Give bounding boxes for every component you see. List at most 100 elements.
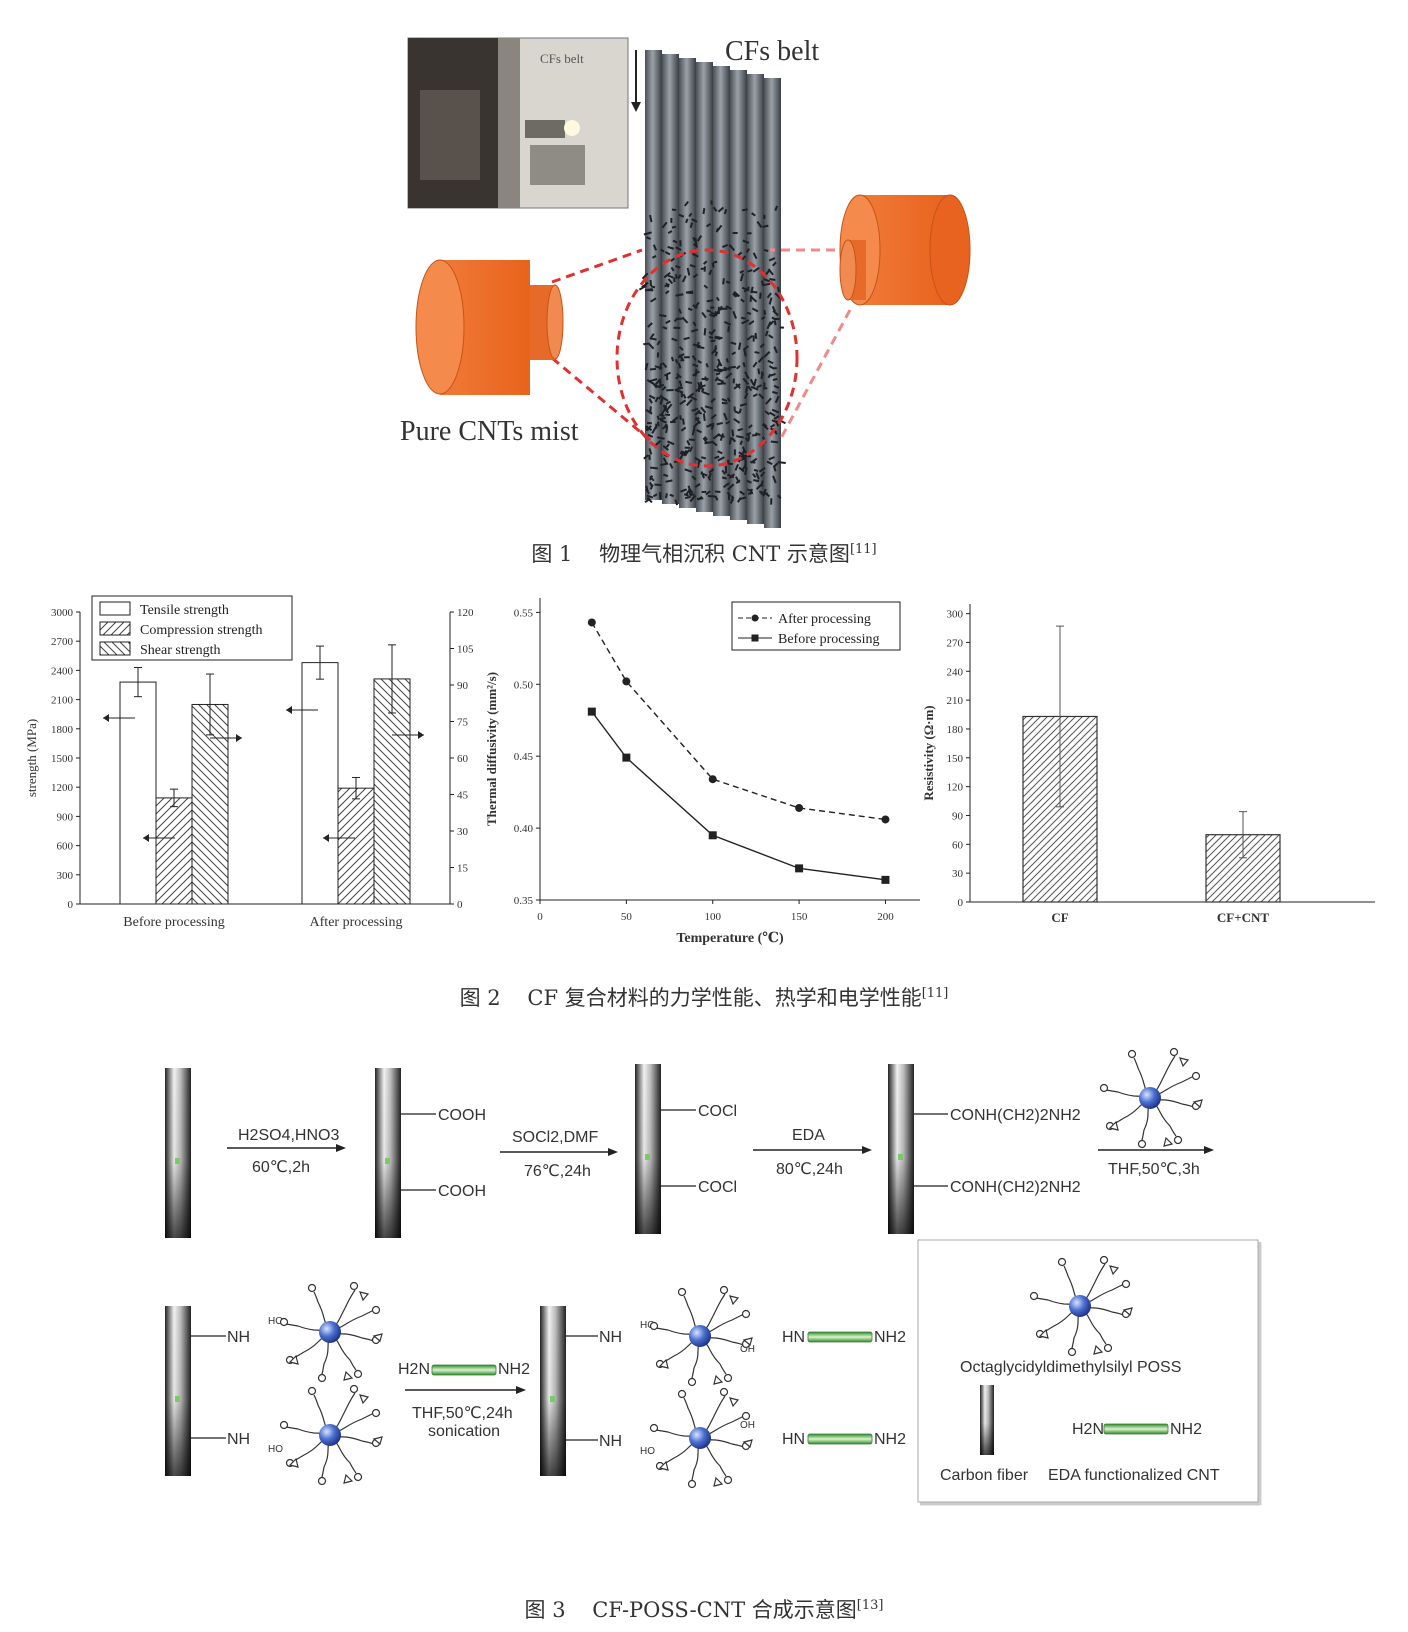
bar bbox=[301, 662, 339, 905]
carbon-fiber-1 bbox=[165, 1068, 191, 1238]
x-axis-title: Temperature (℃) bbox=[676, 931, 784, 946]
cnt-deposits bbox=[638, 200, 786, 506]
y-tick-label: 300 bbox=[947, 609, 964, 621]
y2-tick-label: 90 bbox=[457, 680, 469, 692]
carbon-fiber-6 bbox=[540, 1306, 566, 1476]
y-tick-label: 60 bbox=[952, 839, 964, 851]
poss-1 bbox=[279, 1281, 383, 1383]
y-tick-label: 90 bbox=[952, 810, 964, 822]
data-point bbox=[795, 803, 804, 812]
y-tick-label: 2400 bbox=[51, 665, 74, 677]
step2-reagents: SOCl2,DMF bbox=[512, 1129, 598, 1146]
legend-cnt-label: EDA functionalized CNT bbox=[1048, 1467, 1220, 1484]
mist-cone bbox=[551, 248, 852, 468]
data-point bbox=[622, 753, 631, 762]
series-line bbox=[591, 622, 886, 821]
cocl-bottom: COCl bbox=[698, 1179, 737, 1196]
carbon-fiber-2 bbox=[375, 1068, 401, 1238]
step3-conditions: 80℃,24h bbox=[776, 1161, 843, 1178]
y-tick-label: 1200 bbox=[51, 782, 74, 794]
carbon-fiber-5 bbox=[165, 1306, 191, 1476]
y2-tick-label: 30 bbox=[457, 826, 469, 838]
y-axis-title: Resistivity (Ω·m) bbox=[921, 705, 936, 800]
cnt-reagent bbox=[431, 1364, 497, 1376]
data-point bbox=[881, 815, 890, 824]
legend-swatch bbox=[99, 601, 131, 616]
y-tick-label: 30 bbox=[952, 868, 964, 880]
y-tick-label: 300 bbox=[57, 870, 74, 882]
y-tick-label: 3000 bbox=[51, 607, 74, 619]
data-point bbox=[881, 875, 890, 884]
legend-nh2: NH2 bbox=[1170, 1421, 1202, 1438]
y-tick-label: 0 bbox=[958, 897, 964, 909]
step1-conditions: 60℃,2h bbox=[252, 1159, 310, 1176]
oh-2: OH bbox=[740, 1420, 755, 1431]
poss-3 bbox=[649, 1285, 753, 1387]
legend-label: Tensile strength bbox=[140, 603, 229, 618]
y-tick-label: 120 bbox=[947, 782, 964, 794]
legend bbox=[731, 601, 901, 651]
y2-tick-label: 75 bbox=[457, 717, 469, 729]
y-tick-label: 0.55 bbox=[514, 607, 534, 619]
y2-tick-label: 60 bbox=[457, 753, 469, 765]
step3-reagent: EDA bbox=[792, 1127, 825, 1144]
data-point bbox=[587, 707, 596, 716]
legend-h2n: H2N bbox=[1072, 1421, 1104, 1438]
y-tick-label: 0.40 bbox=[514, 823, 534, 835]
conh-top: CONH(CH2)2NH2 bbox=[950, 1107, 1081, 1124]
bar bbox=[373, 678, 411, 905]
hn-2: HN bbox=[782, 1431, 805, 1448]
x-tick-label: 50 bbox=[621, 911, 633, 923]
axis-arrow-head bbox=[103, 714, 109, 722]
data-point bbox=[622, 677, 631, 686]
poss-2 bbox=[279, 1384, 383, 1486]
cooh-bottom: COOH bbox=[438, 1183, 486, 1200]
legend-label: Compression strength bbox=[140, 623, 263, 638]
step1-reagents: H2SO4,HNO3 bbox=[238, 1127, 339, 1144]
ho-1: HO bbox=[268, 1316, 283, 1327]
x-category-label: CF+CNT bbox=[1217, 910, 1270, 925]
legend-cnt bbox=[1103, 1423, 1169, 1435]
legend-marker bbox=[751, 614, 759, 622]
y-tick-label: 180 bbox=[947, 724, 964, 736]
y2-tick-label: 15 bbox=[457, 863, 469, 875]
y-tick-label: 0.35 bbox=[514, 895, 534, 907]
y2-tick-label: 45 bbox=[457, 790, 469, 802]
y-tick-label: 2700 bbox=[51, 636, 74, 648]
chart-strength: 0300600900120015001800210024002700300001… bbox=[24, 595, 474, 930]
legend-poss-label: Octaglycidyldimethylsilyl POSS bbox=[960, 1359, 1181, 1376]
left-source bbox=[415, 259, 564, 395]
ho-3: HO bbox=[640, 1320, 655, 1331]
bar bbox=[119, 681, 157, 905]
x-category-label: CF bbox=[1051, 910, 1068, 925]
y-tick-label: 0.50 bbox=[514, 679, 534, 691]
axis-arrow-head bbox=[286, 706, 292, 714]
data-point bbox=[587, 618, 596, 627]
cnt-1 bbox=[807, 1331, 873, 1343]
legend-box: Octaglycidyldimethylsilyl POSS H2N NH2 C… bbox=[917, 1239, 1262, 1506]
x-tick-label: 150 bbox=[791, 911, 808, 923]
bar bbox=[155, 797, 193, 905]
y-axis-title: strength (MPa) bbox=[24, 719, 39, 797]
x-tick-label: 0 bbox=[537, 911, 543, 923]
legend-label: After processing bbox=[778, 612, 871, 627]
y-tick-label: 210 bbox=[947, 695, 964, 707]
y-tick-label: 600 bbox=[57, 841, 74, 853]
y-tick-label: 1800 bbox=[51, 724, 74, 736]
poss-4 bbox=[649, 1387, 753, 1489]
x-category-label: After processing bbox=[310, 915, 403, 930]
data-point bbox=[708, 775, 717, 784]
legend-marker bbox=[751, 634, 759, 642]
x-tick-label: 200 bbox=[877, 911, 894, 923]
nh-2: NH bbox=[227, 1431, 250, 1448]
nh-3: NH bbox=[599, 1329, 622, 1346]
y-tick-label: 240 bbox=[947, 666, 964, 678]
cf-columns bbox=[645, 50, 781, 528]
figure-3: H2SO4,HNO3 60℃,2h COOH COOH SOCl2,DMF 76… bbox=[165, 1047, 1262, 1506]
y2-tick-label: 0 bbox=[457, 899, 463, 911]
carbon-fiber-3 bbox=[635, 1064, 661, 1234]
cocl-top: COCl bbox=[698, 1103, 737, 1120]
y-axis-title: Thermal diffusivity (mm²/s) bbox=[484, 672, 499, 826]
legend-label: Before processing bbox=[778, 632, 879, 647]
